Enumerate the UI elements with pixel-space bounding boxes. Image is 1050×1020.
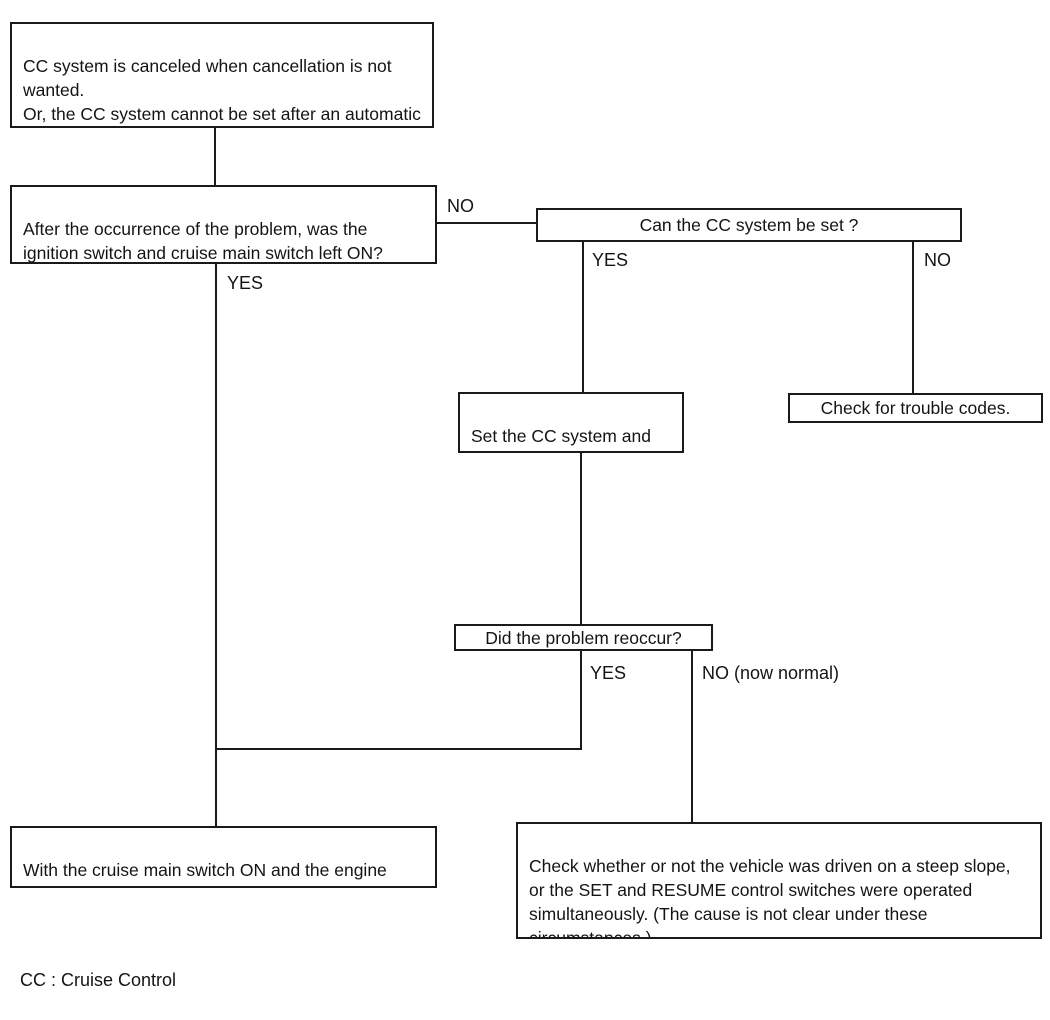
edge-label-ignition-yes: YES [227, 273, 264, 293]
connector-can-set-yes-to-road-test [582, 240, 584, 394]
edge-label-can-set-no: NO [924, 250, 951, 270]
node-problem-statement: CC system is canceled when cancellation … [10, 22, 434, 128]
node-question-problem-reoccur: Did the problem reoccur? [454, 624, 713, 651]
connector-ignition-yes-to-bottom-left [215, 262, 217, 828]
node-check-codes-engine-running-text: With the cruise main switch ON and the e… [23, 860, 387, 886]
edge-label-can-set-yes: YES [592, 250, 629, 270]
connector-start-to-ignition-question [214, 126, 216, 187]
edge-label-reoccur-no: NO (now normal) [702, 663, 840, 683]
connector-road-test-to-reoccur-question [580, 451, 582, 626]
node-question-ignition-left-on: After the occurrence of the problem, was… [10, 185, 437, 264]
node-problem-statement-text: CC system is canceled when cancellation … [23, 56, 421, 124]
connector-can-set-no-to-trouble-codes [912, 240, 914, 395]
edge-label-reoccur-yes: YES [590, 663, 627, 683]
node-set-cc-road-test: Set the CC system and conduct a road tes… [458, 392, 684, 453]
node-question-problem-reoccur-text: Did the problem reoccur? [485, 627, 682, 648]
node-question-can-cc-be-set: Can the CC system be set ? [536, 208, 962, 242]
node-check-trouble-codes-text: Check for trouble codes. [820, 398, 1011, 418]
node-question-can-cc-be-set-text: Can the CC system be set ? [639, 215, 859, 235]
node-check-trouble-codes: Check for trouble codes. [788, 393, 1043, 423]
connector-reoccur-yes-down [580, 649, 582, 750]
node-check-codes-engine-running: With the cruise main switch ON and the e… [10, 826, 437, 888]
node-set-cc-road-test-text: Set the CC system and conduct a road tes… [471, 426, 651, 451]
node-check-steep-slope: Check whether or not the vehicle was dri… [516, 822, 1042, 939]
legend-cc-cruise-control: CC : Cruise Control [20, 970, 177, 990]
node-check-steep-slope-text: Check whether or not the vehicle was dri… [529, 856, 1011, 939]
node-question-ignition-left-on-text: After the occurrence of the problem, was… [23, 219, 383, 263]
connector-ignition-no-to-can-set [435, 222, 538, 224]
connector-reoccur-yes-merge [215, 748, 582, 750]
edge-label-ignition-no: NO [447, 196, 474, 216]
connector-reoccur-no-to-steep-slope [691, 649, 693, 824]
